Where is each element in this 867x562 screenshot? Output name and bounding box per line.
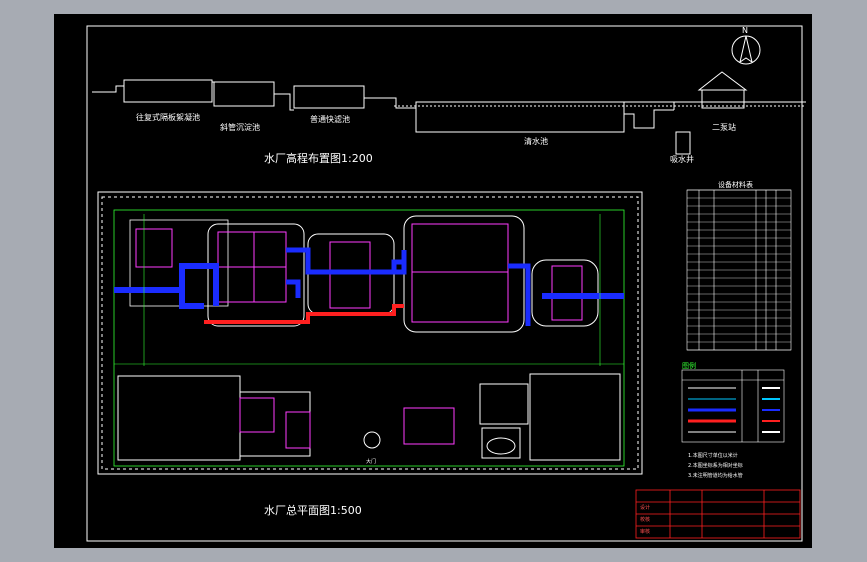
plan-title: 水厂总平面图1:500 xyxy=(264,504,362,517)
label-sedimentation: 斜管沉淀池 xyxy=(220,123,260,132)
tb-design: 设计 xyxy=(640,505,651,511)
label-filter: 普通快滤池 xyxy=(310,115,350,124)
note-3: 3.未注明管道均为给水管 xyxy=(688,473,743,479)
north-arrow xyxy=(731,35,761,65)
legend-box xyxy=(681,369,785,443)
tb-check: 校核 xyxy=(640,517,651,523)
note-2: 2.本图坐标系为相对坐标 xyxy=(688,463,743,469)
label-flocculation: 往复式隔板絮凝池 xyxy=(136,113,200,122)
plan-drawing xyxy=(97,191,643,475)
sheet-frame xyxy=(86,25,803,542)
tb-review: 审核 xyxy=(640,529,651,535)
table-title: 设备材料表 xyxy=(718,181,753,189)
label-clearwell: 清水池 xyxy=(524,137,548,146)
elevation-title: 水厂高程布置图1:200 xyxy=(264,152,373,165)
title-block xyxy=(635,489,801,539)
cad-drawing xyxy=(86,25,806,542)
north-label: N xyxy=(742,26,748,35)
legend-title: 图例 xyxy=(682,362,696,370)
label-pump-station: 二泵站 xyxy=(712,123,736,132)
label-suction-well: 吸水井 xyxy=(670,155,694,164)
elevation-profile xyxy=(92,71,806,155)
drawing-canvas: 水厂高程布置图1:200 往复式隔板絮凝池 斜管沉淀池 普通快滤池 清水池 吸水… xyxy=(54,14,812,548)
gate-label: 大门 xyxy=(366,459,377,465)
note-1: 1.本图尺寸单位以米计 xyxy=(688,453,738,459)
